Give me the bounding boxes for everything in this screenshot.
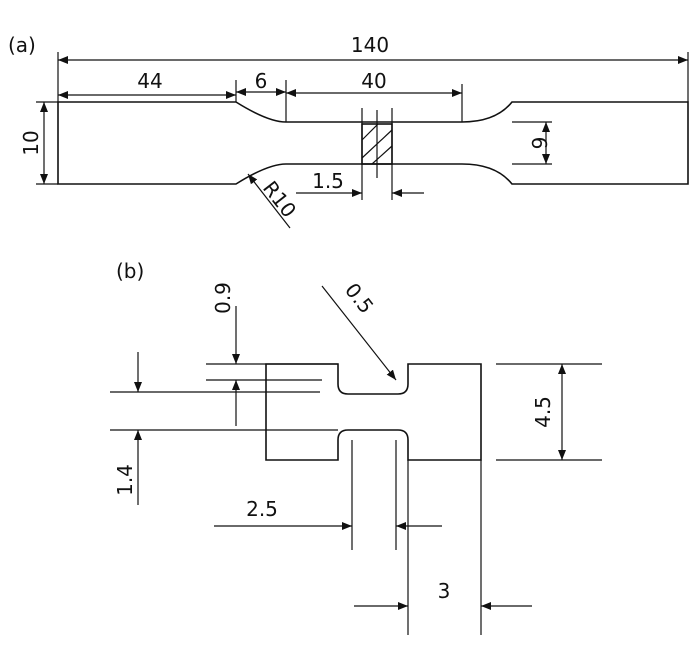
- dimension-text-overall-length: 140: [351, 33, 389, 57]
- dimension-transition-length: 6: [236, 69, 286, 96]
- dimension-text-notch-spacing: 2.5: [246, 497, 278, 521]
- dimension-specimen-height: 4.5: [531, 364, 566, 460]
- dimension-text-right-section-width: 3: [438, 579, 451, 603]
- dimension-text-gauge-length: 40: [361, 69, 386, 93]
- notched-specimen-outline: [265, 363, 482, 461]
- dimension-top-offset: 0.9: [211, 282, 240, 426]
- dimension-fillet-radius: R10: [247, 173, 301, 229]
- extension-lines-b-right: [496, 363, 602, 461]
- dimension-text-grip-length: 44: [137, 69, 162, 93]
- dimension-text-slot-width: 1.5: [312, 169, 344, 193]
- extension-lines-b-bottom: [351, 440, 482, 635]
- dimension-overall-length: 140: [58, 33, 688, 64]
- slot-section-hatched: [361, 108, 393, 200]
- dimension-text-specimen-height: 4.5: [531, 396, 555, 428]
- dimension-bottom-offset: 1.4: [113, 352, 142, 505]
- dimension-text-bottom-offset: 1.4: [113, 464, 137, 496]
- dimension-grip-length: 44: [58, 69, 236, 99]
- dimension-gauge-length: 40: [286, 69, 462, 97]
- figure-a: (a) 140 44 6: [8, 33, 689, 229]
- dimension-text-notch-radius: 0.5: [340, 278, 378, 318]
- dimension-slot-width: 1.5: [296, 169, 424, 197]
- tensile-specimen-outline: [57, 101, 689, 185]
- figure-b: (b) 0.9 0.5: [110, 259, 602, 635]
- dimension-grip-width: 10: [19, 102, 48, 184]
- figure-a-label: (a): [8, 33, 36, 57]
- dimension-text-transition-length: 6: [255, 69, 268, 93]
- dimension-notch-spacing: 2.5: [214, 497, 442, 530]
- dimension-text-gauge-width: 6: [527, 137, 551, 150]
- dimension-text-grip-width: 10: [19, 130, 43, 155]
- dimension-text-fillet-radius: R10: [258, 176, 301, 222]
- extension-lines-b-left: [110, 363, 338, 431]
- figure-b-label: (b): [116, 259, 144, 283]
- dimension-right-section-width: 3: [354, 579, 532, 610]
- dimension-gauge-width: 6: [527, 122, 551, 164]
- dimension-text-top-offset: 0.9: [211, 282, 235, 314]
